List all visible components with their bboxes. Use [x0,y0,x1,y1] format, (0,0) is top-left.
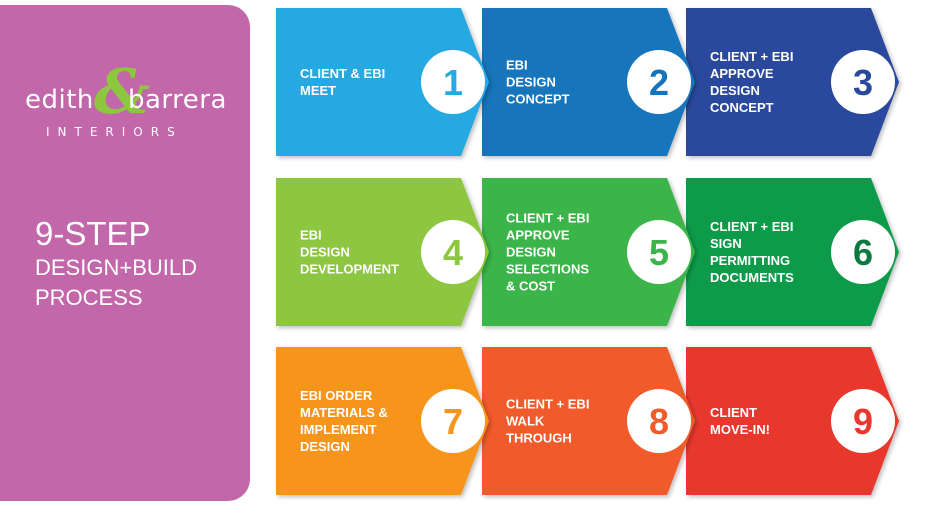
step-number-9: 9 [853,401,873,442]
step-label-6: CLIENT + EBI SIGN PERMITTING DOCUMENTS [710,219,794,285]
step-label-4: EBI DESIGN DEVELOPMENT [300,227,399,277]
step-number-3: 3 [853,62,873,103]
step-number-badge-1: 1 [421,50,485,114]
step-number-circle-7 [421,389,485,453]
step-number-circle-4 [421,220,485,284]
step-number-badge-6: 6 [831,220,895,284]
step-number-circle-5 [627,220,691,284]
logo-ampersand: & [94,55,150,128]
step-number-badge-5: 5 [627,220,691,284]
step-number-circle-6 [831,220,895,284]
process-title: 9-STEP DESIGN+BUILD PROCESS [35,215,197,313]
step-number-badge-3: 3 [831,50,895,114]
step-label-9: CLIENT MOVE-IN! [710,405,770,437]
step-number-circle-8 [627,389,691,453]
step-number-5: 5 [649,232,669,273]
logo-word-barrera: barrera [128,85,227,115]
step-arrow-6 [686,178,899,326]
step-arrow-9 [686,347,899,495]
step-number-4: 4 [443,232,463,273]
step-number-7: 7 [443,401,463,442]
step-number-circle-3 [831,50,895,114]
brand-logo: edith & barrera INTERIORS [20,55,235,148]
step-arrow-7 [276,347,489,495]
step-label-3: CLIENT + EBI APPROVE DESIGN CONCEPT [710,49,794,115]
step-number-badge-4: 4 [421,220,485,284]
step-label-5: CLIENT + EBI APPROVE DESIGN SELECTIONS &… [506,210,590,294]
step-arrow-8 [482,347,695,495]
logo-subtitle: INTERIORS [46,125,183,139]
step-number-badge-7: 7 [421,389,485,453]
process-title-line1: 9-STEP [35,215,151,252]
step-arrow-4 [276,178,489,326]
step-number-badge-8: 8 [627,389,691,453]
process-title-line3: PROCESS [35,285,143,310]
sidebar-panel: edith & barrera INTERIORS 9-STEP DESIGN+… [0,5,250,501]
step-arrow-1 [276,8,489,156]
step-label-8: CLIENT + EBI WALK THROUGH [506,396,590,446]
step-number-circle-2 [627,50,691,114]
process-title-line2: DESIGN+BUILD [35,255,197,280]
step-label-1: CLIENT & EBI MEET [300,66,386,98]
step-label-2: EBI DESIGN CONCEPT [506,57,570,107]
step-number-circle-9 [831,389,895,453]
step-number-8: 8 [649,401,669,442]
step-number-badge-2: 2 [627,50,691,114]
step-number-1: 1 [443,62,463,103]
step-arrow-3 [686,8,899,156]
logo-word-edith: edith [25,85,94,115]
step-number-badge-9: 9 [831,389,895,453]
step-label-7: EBI ORDER MATERIALS & IMPLEMENT DESIGN [300,388,388,454]
step-arrow-5 [482,178,695,326]
step-number-2: 2 [649,62,669,103]
step-number-circle-1 [421,50,485,114]
step-arrow-2 [482,8,695,156]
step-number-6: 6 [853,232,873,273]
